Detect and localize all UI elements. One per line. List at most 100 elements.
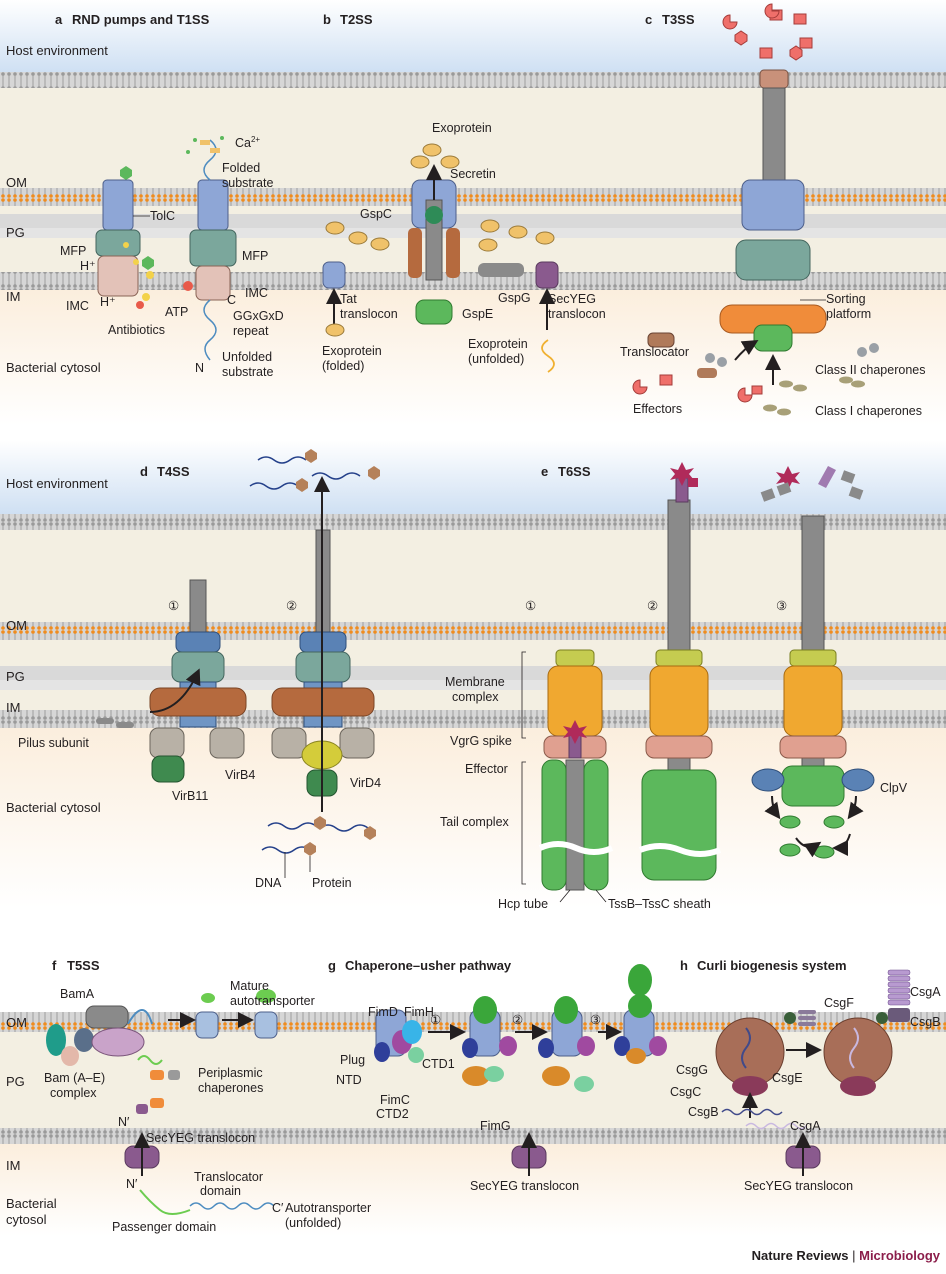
label-ca: Ca2+ [235, 135, 260, 150]
label-imc-2: IMC [245, 286, 268, 300]
imc-1 [97, 255, 139, 297]
label-unfolded-2: substrate [222, 365, 273, 379]
sheath-1-left [541, 759, 567, 891]
t3ss-outer-ring [741, 179, 805, 231]
label-exo-folded-2: (folded) [322, 359, 364, 373]
label-class2: Class II chaperones [815, 363, 925, 377]
sheath-1-right [583, 759, 609, 891]
label-protein: Protein [312, 876, 352, 890]
label-nprime-top: N′ [118, 1115, 130, 1129]
label-passenger: Passenger domain [112, 1220, 216, 1234]
panel-h-title: Curli biogenesis system [697, 958, 847, 973]
label-gspg: GspG [498, 291, 531, 305]
zone-om-bottom: OM [6, 1015, 27, 1030]
label-g-number-1: ① [430, 1013, 441, 1027]
zone-cytosol-top: Bacterial cytosol [6, 360, 101, 375]
panel-f-title: T5SS [67, 958, 100, 973]
tolc-channel-1 [102, 179, 134, 231]
t4ss-core-1 [175, 631, 221, 653]
label-tssb-tssc: TssB–TssC sheath [608, 897, 711, 911]
label-plug: Plug [340, 1053, 365, 1067]
zone-pg-bottom: PG [6, 1074, 25, 1089]
label-ctd2: CTD2 [376, 1107, 409, 1121]
label-exo-unfolded-2: (unfolded) [468, 352, 524, 366]
panel-b: b T2SS Exoprotein Secretin GspC Tat tran… [322, 12, 606, 373]
footer-separator: | [852, 1248, 856, 1263]
clpv-left [751, 768, 785, 792]
panel-a-title: RND pumps and T1SS [72, 12, 210, 27]
label-csgg: CsgG [676, 1063, 708, 1077]
label-bama: BamA [60, 987, 95, 1001]
zone-cytosol-bottom-2: cytosol [6, 1212, 47, 1227]
zone-pg-mid: PG [6, 669, 25, 684]
label-vird4: VirD4 [350, 776, 381, 790]
footer-section: Microbiology [859, 1248, 940, 1263]
label-d-number-1: ① [168, 599, 179, 613]
gspg [478, 263, 524, 277]
middle-background [0, 440, 946, 908]
zone-im-mid: IM [6, 700, 20, 715]
label-virb4: VirB4 [225, 768, 255, 782]
label-ntd: NTD [336, 1073, 362, 1087]
label-translocator-1: Translocator [194, 1170, 263, 1184]
panel-h-letter: h [680, 958, 688, 973]
label-membrane-2: complex [452, 690, 499, 704]
panel-e-letter: e [541, 464, 548, 479]
label-virb11: VirB11 [172, 789, 208, 803]
label-cprime: C′ [272, 1201, 284, 1215]
label-sorting-2: platform [826, 307, 871, 321]
mfp-2 [189, 229, 237, 267]
panel-g: g Chaperone–usher pathway [328, 958, 667, 1193]
t3ss-inner-ring [735, 239, 811, 281]
secyeg-translocon-b [535, 261, 559, 289]
label-mature-1: Mature [230, 979, 269, 993]
label-effector: Effector [465, 762, 508, 776]
label-gspe: GspE [462, 307, 493, 321]
label-mfp-2: MFP [242, 249, 268, 263]
panel-c-letter: c [645, 12, 652, 27]
journal-footer: Nature Reviews | Microbiology [752, 1248, 940, 1263]
label-fimc: FimC [380, 1093, 410, 1107]
label-exo-folded-1: Exoprotein [322, 344, 382, 358]
footer-journal: Nature Reviews [751, 1248, 849, 1263]
label-csgf: CsgF [824, 996, 854, 1010]
label-bam-1: Bam (A–E) [44, 1071, 105, 1085]
panel-e-title: T6SS [558, 464, 591, 479]
panel-b-title: T2SS [340, 12, 373, 27]
label-hplus-1: H⁺ [80, 259, 96, 273]
label-fimd: FimD [368, 1005, 398, 1019]
label-gspc: GspC [360, 207, 392, 221]
label-effectors: Effectors [633, 402, 682, 416]
label-tail-complex: Tail complex [440, 815, 510, 829]
label-fimg: FimG [480, 1119, 511, 1133]
panel-d-letter: d [140, 464, 148, 479]
label-hplus-2: H⁺ [100, 295, 116, 309]
label-e-number-1: ① [525, 599, 536, 613]
label-tat-2: translocon [340, 307, 398, 321]
zone-host-top: Host environment [6, 43, 108, 58]
tat-translocon [322, 261, 346, 289]
label-sorting-1: Sorting [826, 292, 866, 306]
panel-h: h Curli biogenesis system CsgF CsgA CsgB… [670, 958, 941, 1193]
label-translocator: Translocator [620, 345, 689, 359]
panel-a: a RND pumps and T1SS Ca2+ Folded substra… [55, 12, 284, 379]
label-ggxgxd-2: repeat [233, 324, 269, 338]
panel-b-letter: b [323, 12, 331, 27]
label-g-number-2: ② [512, 1013, 523, 1027]
clpv-right [841, 768, 875, 792]
panel-a-letter: a [55, 12, 63, 27]
label-g-number-3: ③ [590, 1013, 601, 1027]
csgg-pore-2 [823, 1017, 893, 1087]
label-peri-2: chaperones [198, 1081, 263, 1095]
label-ctd1: CTD1 [422, 1057, 455, 1071]
label-csga-top: CsgA [910, 985, 941, 999]
label-exo-unfolded-1: Exoprotein [468, 337, 528, 351]
label-tat-1: Tat [340, 292, 357, 306]
virb4-right [209, 727, 245, 759]
zone-host-mid: Host environment [6, 476, 108, 491]
imc-2 [195, 265, 231, 301]
label-autotransporter-2: (unfolded) [285, 1216, 341, 1230]
label-peri-1: Periplasmic [198, 1066, 263, 1080]
zone-cytosol-mid: Bacterial cytosol [6, 800, 101, 815]
label-csgc: CsgC [670, 1085, 701, 1099]
